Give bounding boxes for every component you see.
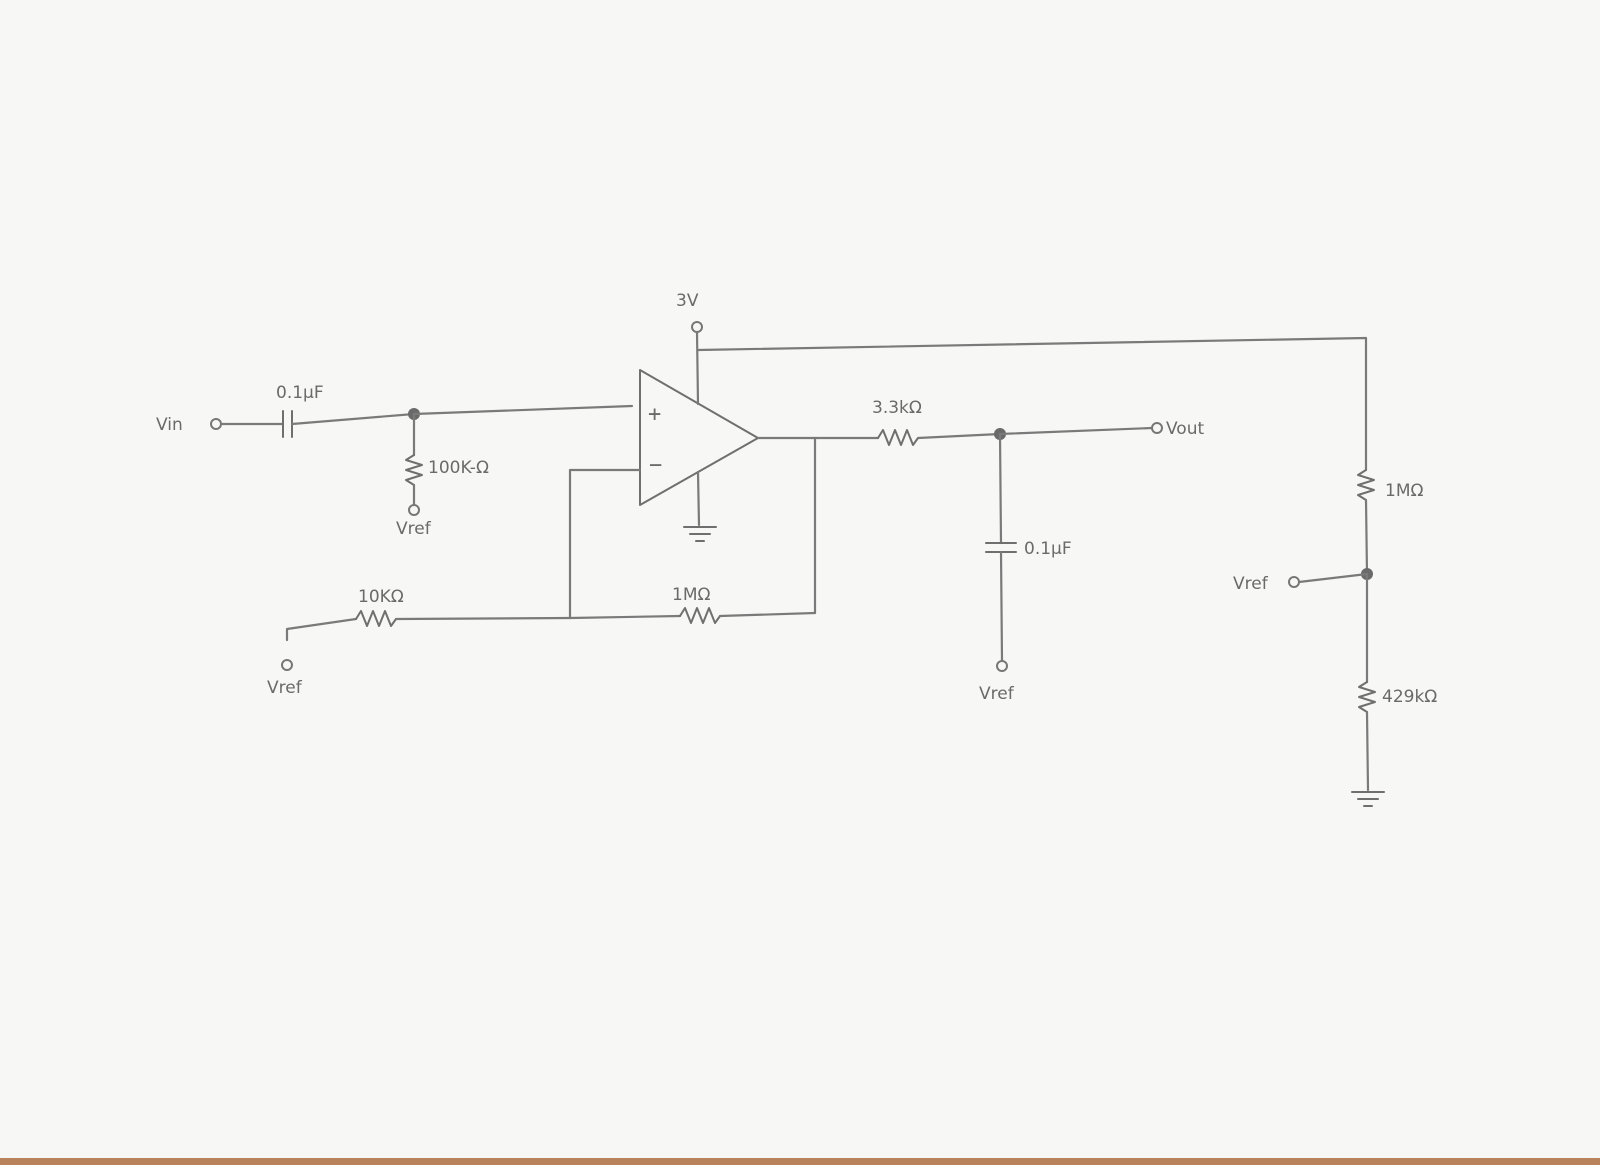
gain-input-resistor bbox=[355, 610, 397, 627]
noninverting-input-wire bbox=[412, 404, 634, 416]
gain-input-to-node-wire bbox=[394, 616, 572, 621]
gain-vref-terminal bbox=[281, 659, 293, 671]
divider-mid-wire bbox=[1364, 498, 1369, 576]
vout-terminal bbox=[1151, 422, 1163, 434]
filter-resistor-label: 3.3kΩ bbox=[872, 398, 922, 418]
divider-supply-wire bbox=[696, 336, 1368, 472]
filter-to-node-wire bbox=[916, 432, 1002, 440]
filter-vref-terminal bbox=[996, 660, 1008, 672]
divider-top-resistor-label: 1MΩ bbox=[1385, 481, 1423, 501]
op-amp-plus-sign: + bbox=[648, 402, 661, 427]
inverting-input-wire bbox=[568, 468, 642, 620]
op-amp-ground-wire bbox=[696, 470, 701, 527]
supply-terminal bbox=[691, 321, 703, 333]
bias-resistor-label: 100K-Ω bbox=[428, 458, 489, 478]
bias-resistor bbox=[405, 454, 423, 486]
feedback-resistor bbox=[679, 607, 721, 624]
vin-label: Vin bbox=[156, 415, 183, 435]
gain-input-wire bbox=[285, 617, 358, 642]
feedback-resistor-label: 1MΩ bbox=[672, 585, 710, 605]
vout-label: Vout bbox=[1166, 419, 1204, 439]
cap-to-node-wire bbox=[290, 412, 416, 426]
feedback-right-wire bbox=[718, 611, 817, 618]
filter-capacitor-label: 0.1μF bbox=[1024, 539, 1072, 559]
op-amp-ground-icon bbox=[683, 526, 717, 542]
divider-top-resistor bbox=[1357, 469, 1375, 501]
supply-label: 3V bbox=[676, 291, 699, 311]
gain-input-resistor-label: 10KΩ bbox=[358, 587, 404, 607]
supply-wire bbox=[695, 330, 700, 406]
bias-vref-label: Vref bbox=[396, 519, 432, 539]
filter-cap-wire-bottom bbox=[999, 550, 1004, 662]
op-amp-minus-sign: − bbox=[649, 453, 662, 478]
filter-capacitor bbox=[985, 542, 1017, 553]
divider-bottom-resistor-label: 429kΩ bbox=[1382, 687, 1437, 707]
divider-vref-label: Vref bbox=[1233, 574, 1269, 594]
gain-vref-label: Vref bbox=[267, 678, 303, 698]
divider-vref-terminal bbox=[1288, 576, 1300, 588]
divider-vref-wire bbox=[1297, 572, 1369, 584]
divider-ground-icon bbox=[1351, 791, 1385, 807]
output-feedback-wire bbox=[756, 436, 817, 615]
vin-terminal bbox=[210, 418, 222, 430]
input-capacitor-label: 0.1μF bbox=[276, 383, 324, 403]
bias-vref-terminal bbox=[408, 504, 420, 516]
vout-wire bbox=[998, 426, 1154, 436]
filter-vref-label: Vref bbox=[979, 684, 1015, 704]
filter-cap-wire-top bbox=[998, 432, 1003, 545]
filter-resistor bbox=[877, 429, 919, 446]
input-capacitor bbox=[282, 410, 293, 438]
divider-bottom-resistor bbox=[1358, 681, 1376, 713]
feedback-left-wire bbox=[568, 614, 682, 620]
divider-ground-wire bbox=[1365, 710, 1370, 792]
